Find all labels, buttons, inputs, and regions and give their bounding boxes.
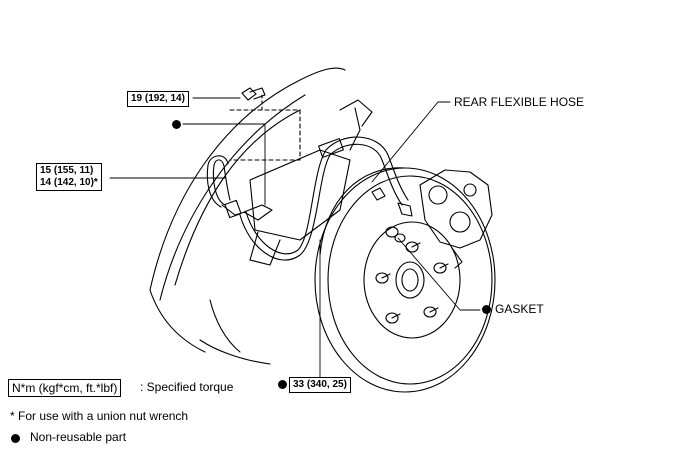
legend-nonreusable-text: Non-reusable part	[30, 430, 127, 444]
brake-caliper	[419, 169, 493, 269]
legend-asterisk-note: * For use with a union nut wrench	[10, 409, 189, 423]
torque-callout-left-line2: 14 (142, 10)*	[40, 177, 98, 188]
bolt-top	[241, 87, 266, 101]
torque-callout-left: 15 (155, 11) 14 (142, 10)*	[36, 163, 102, 191]
torque-callout-bottom-text: 33 (340, 25)	[293, 379, 347, 390]
nonreusable-marker-bolt	[278, 380, 287, 389]
leader-lines	[109, 97, 481, 385]
legend-unit-box: N*m (kgf*cm, ft.*lbf)	[8, 379, 122, 397]
gasket-label: GASKET	[495, 302, 544, 316]
nonreusable-marker-clip	[172, 120, 181, 129]
brake-rotor	[314, 167, 496, 393]
legend-nonreusable-dot	[11, 434, 20, 443]
torque-callout-bottom: 33 (340, 25)	[289, 377, 351, 393]
torque-callout-top: 19 (192, 14)	[127, 91, 189, 107]
flexible-hose	[239, 136, 409, 261]
body-panel-lines	[149, 67, 373, 365]
nonreusable-marker-gasket	[482, 305, 491, 314]
torque-callout-left-line1: 15 (155, 11)	[40, 165, 94, 176]
brake-line	[206, 155, 246, 219]
legend-unit-text: : Specified torque	[140, 380, 234, 394]
rear-flexible-hose-label: REAR FLEXIBLE HOSE	[454, 95, 585, 109]
torque-callout-top-text: 19 (192, 14)	[131, 93, 185, 104]
hose-union	[371, 187, 413, 243]
